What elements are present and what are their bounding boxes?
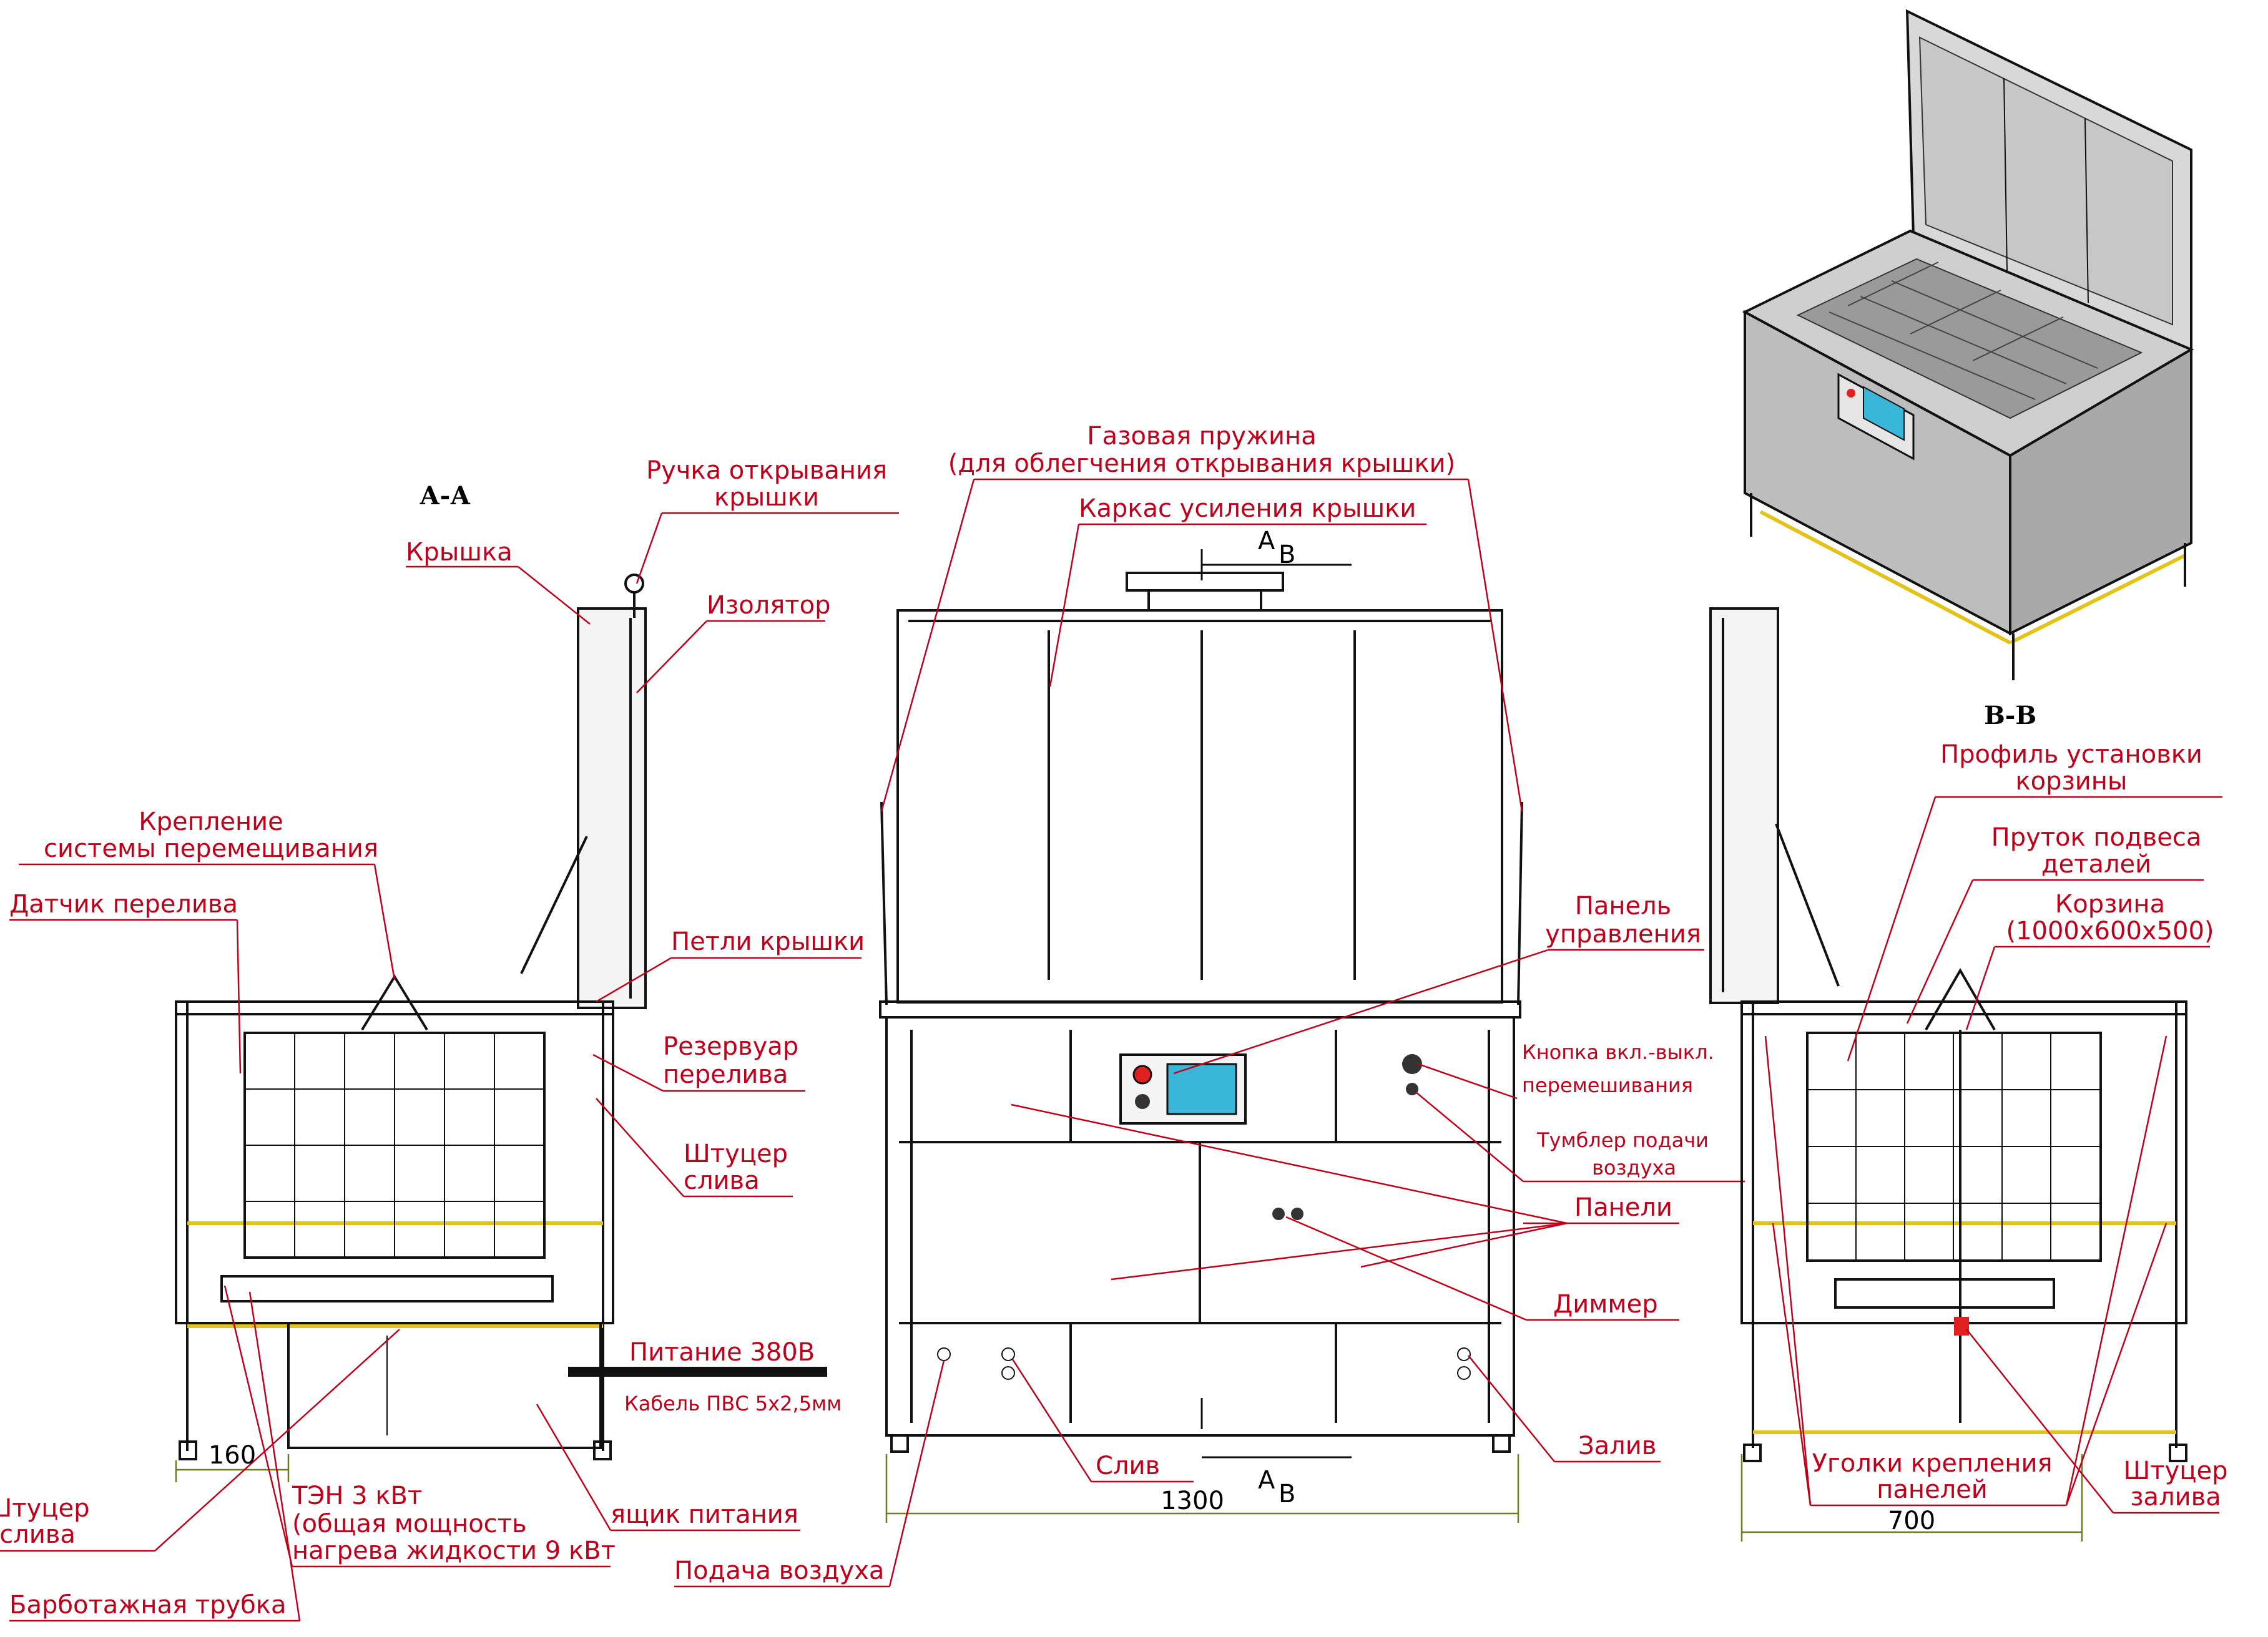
bubbling-tube-left: [220, 1275, 554, 1302]
label-heater-1: ТЭН 3 кВт: [292, 1482, 422, 1510]
label-fill-fitting-2: залива: [2130, 1483, 2221, 1512]
basket-grid-right: [1806, 1032, 2102, 1262]
iso-basket: [1829, 261, 2098, 400]
label-drain: Слив: [1096, 1452, 1160, 1480]
label-basket-profile-2: корзины: [2015, 767, 2127, 796]
lid-handle-front: [1126, 572, 1284, 592]
power-box: [287, 1322, 602, 1449]
lid-right-view: [1709, 607, 1779, 1004]
label-basket-1: Корзина: [2055, 890, 2165, 919]
iso-side: [2009, 347, 2192, 636]
label-drain-fitting-r-1: Штуцер: [684, 1140, 788, 1168]
cut-marker-a-bottom: А: [1258, 1466, 1275, 1495]
label-fill: Залив: [1578, 1432, 1656, 1460]
front-view: [879, 549, 1523, 1523]
label-mix-button-1: Кнопка вкл.-выкл.: [1522, 1040, 1714, 1064]
dim-160: 160: [209, 1441, 256, 1470]
label-hanging-rod-2: деталей: [2041, 850, 2151, 879]
section-label-aa: А-А: [420, 481, 471, 511]
labels-front: Газовая пружина (для облегчения открыван…: [674, 422, 1745, 1588]
cut-marker-b-bottom: В: [1279, 1480, 1295, 1508]
cut-marker-b-top: В: [1279, 540, 1295, 569]
start-button: [1135, 1094, 1150, 1109]
label-hanging-rod-1: Пруток подвеса: [1991, 823, 2202, 852]
label-air-toggle-2: воздуха: [1592, 1156, 1676, 1180]
label-overflow-tank-1: Резервуар: [663, 1032, 798, 1061]
label-lid: Крышка: [406, 538, 513, 567]
air-supply-fitting: [937, 1347, 951, 1361]
label-drain-fitting-r-2: слива: [684, 1166, 760, 1195]
cut-marker-a-top: А: [1258, 527, 1275, 555]
label-panel-corners-2: панелей: [1877, 1475, 1988, 1504]
label-basket-profile-1: Профиль установки: [1940, 740, 2202, 769]
label-control-panel-1: Панель: [1575, 892, 1672, 921]
stop-button: [1132, 1065, 1152, 1085]
dimmer-knob-2: [1291, 1208, 1303, 1220]
lid-front-view: [896, 609, 1503, 1004]
label-air-supply: Подача воздуха: [674, 1556, 884, 1585]
label-panels: Панели: [1574, 1193, 1672, 1222]
label-heater-3: нагрева жидкости 9 кВт: [292, 1537, 616, 1565]
label-bubbling-tube: Барботажная трубка: [9, 1591, 286, 1620]
label-basket-2: (1000х600х500): [2006, 917, 2214, 946]
tank-body-front: [885, 1016, 1515, 1437]
labels-left: Ручка открывания крышки Крышка Изолятор …: [0, 456, 899, 1622]
label-handle-2: крышки: [714, 483, 819, 512]
label-gas-spring-2: (для облегчения открывания крышки): [948, 449, 1456, 478]
air-toggle-device: [1406, 1083, 1418, 1095]
label-dimmer: Диммер: [1553, 1290, 1658, 1319]
dimmer-knob-1: [1272, 1208, 1285, 1220]
lid-handle-ring: [624, 574, 644, 594]
label-lid-frame: Каркас усиления крышки: [1079, 494, 1416, 523]
label-power-box: ящик питания: [611, 1500, 798, 1529]
label-panel-corners-1: Уголки крепления: [1812, 1449, 2053, 1478]
label-power: Питание 380В: [629, 1338, 815, 1367]
isometric-view: [1742, 9, 2194, 680]
basket-grid-left: [243, 1032, 546, 1259]
label-cable: Кабель ПВС 5х2,5мм: [624, 1392, 842, 1415]
mix-button-device: [1402, 1054, 1422, 1074]
dim-700: 700: [1888, 1507, 1935, 1535]
label-lid-hinges: Петли крышки: [671, 927, 865, 956]
section-label-bb: В-В: [1984, 701, 2036, 730]
label-mix-button-2: перемешивания: [1522, 1073, 1693, 1097]
label-gas-spring-1: Газовая пружина: [1087, 422, 1316, 451]
label-fill-fitting-1: Штуцер: [2124, 1457, 2228, 1485]
label-air-toggle-1: Тумблер подачи: [1536, 1128, 1709, 1152]
label-mixing-mount-1: Крепление: [139, 808, 283, 836]
side-view-right: [1709, 607, 2187, 1542]
side-view-left: [175, 574, 827, 1482]
lid-left-view: [577, 607, 647, 1009]
labels-right: Профиль установки корзины Пруток подвеса…: [1764, 740, 2228, 1535]
label-overflow-sensor: Датчик перелива: [9, 890, 238, 919]
label-control-panel-2: управления: [1545, 920, 1701, 949]
label-heater-2: (общая мощность: [292, 1510, 527, 1538]
label-overflow-tank-2: перелива: [663, 1060, 788, 1089]
label-drain-fitting-l-1: Штуцер: [0, 1494, 89, 1523]
label-handle-1: Ручка открывания: [646, 456, 887, 485]
label-insulator: Изолятор: [707, 591, 830, 620]
label-drain-fitting-l-2: слива: [0, 1520, 76, 1549]
dim-1300: 1300: [1161, 1487, 1224, 1515]
label-mixing-mount-2: системы перемещивания: [44, 834, 378, 863]
